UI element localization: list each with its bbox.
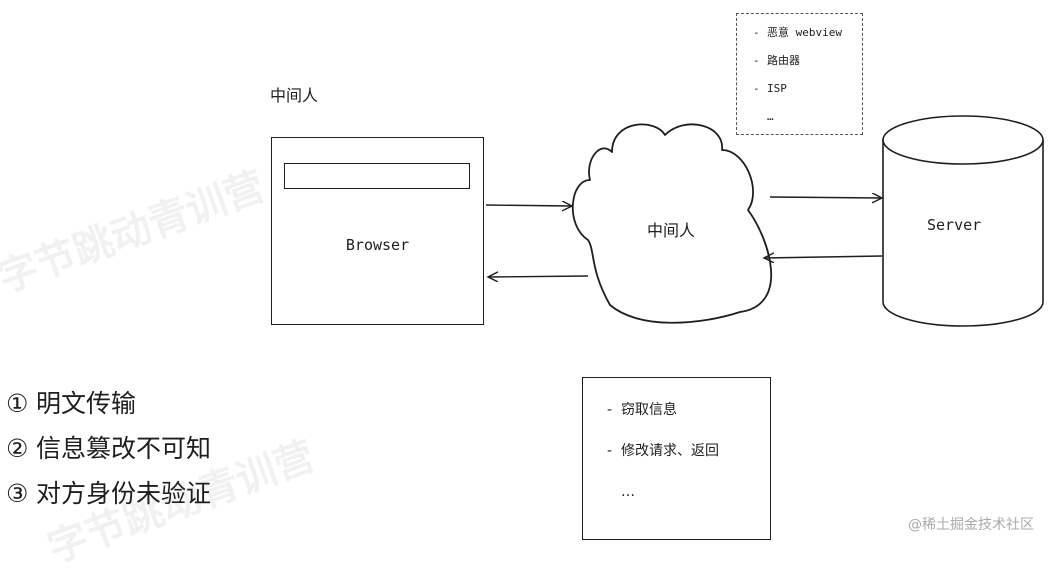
dash-marker: - — [607, 443, 613, 459]
footer-credit: @稀土掘金技术社区 — [908, 517, 1034, 533]
list-item-text: 窃取信息 — [621, 402, 677, 418]
list-item: -路由器 — [753, 52, 862, 80]
arrow-mitm-to-browser — [488, 276, 589, 277]
list-item-text: … — [621, 484, 635, 500]
server-label: Server — [927, 216, 982, 234]
browser-address-bar — [284, 163, 470, 189]
list-item: … — [607, 482, 770, 523]
issue-number: ② — [6, 434, 29, 463]
list-item-text: … — [767, 110, 774, 123]
attack-capabilities-box: -窃取信息 -修改请求、返回 … — [582, 377, 771, 540]
issue-number: ① — [6, 389, 29, 418]
mitm-sources-box: -恶意 webview -路由器 -ISP … — [736, 13, 863, 135]
list-item: -ISP — [753, 80, 862, 108]
issue-text: 对方身份未验证 — [36, 479, 212, 508]
dash-marker: - — [607, 402, 613, 418]
list-item-text: 路由器 — [767, 54, 800, 67]
server-cylinder — [882, 115, 1044, 327]
mitm-cloud-label: 中间人 — [647, 221, 696, 240]
browser-window: Browser — [271, 137, 484, 325]
list-item: … — [753, 108, 862, 136]
browser-label: Browser — [345, 236, 410, 254]
list-item-text: 恶意 webview — [767, 26, 842, 39]
issue-number: ③ — [6, 479, 29, 508]
issue-text: 信息篡改不可知 — [36, 434, 212, 463]
list-item: -修改请求、返回 — [607, 441, 770, 482]
dash-marker: - — [753, 82, 760, 95]
arrow-server-to-mitm — [764, 256, 883, 258]
mitm-heading: 中间人 — [270, 86, 319, 105]
list-item: -恶意 webview — [753, 24, 862, 52]
list-item: -窃取信息 — [607, 400, 770, 441]
arrow-browser-to-mitm — [485, 205, 572, 206]
list-item-text: ISP — [767, 82, 787, 95]
dash-marker: - — [753, 26, 760, 39]
arrow-mitm-to-server — [769, 197, 882, 198]
diagram-canvas — [485, 115, 1044, 327]
list-item-text: 修改请求、返回 — [621, 443, 719, 459]
dash-marker: - — [753, 54, 760, 67]
issue-text: 明文传输 — [36, 389, 137, 418]
